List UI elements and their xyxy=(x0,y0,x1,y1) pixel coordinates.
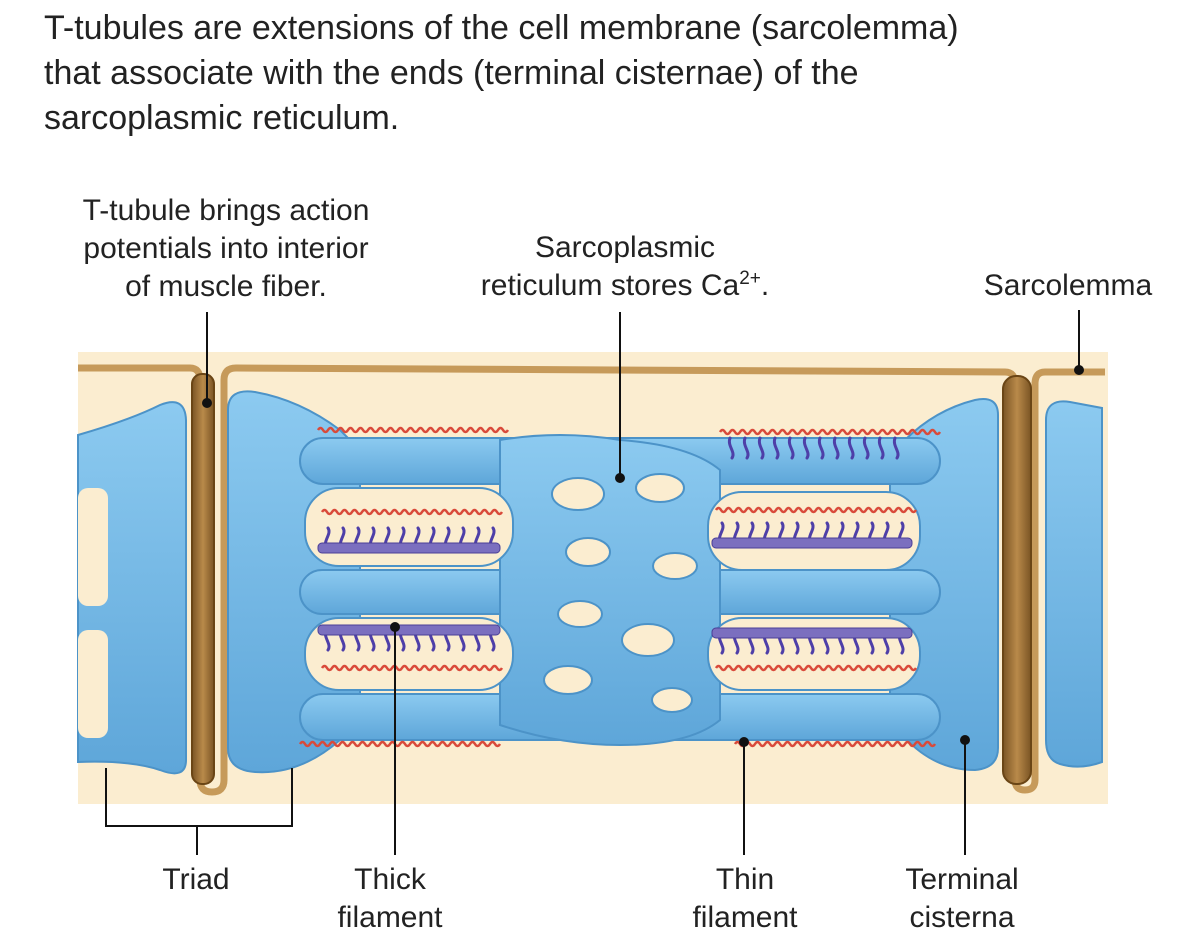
myosin-head xyxy=(832,436,840,460)
myosin-head xyxy=(772,436,780,460)
sr-fenestration xyxy=(551,477,605,511)
sr-fenestration xyxy=(543,665,593,695)
dot-t-tubule xyxy=(202,398,212,408)
heading-line-1: T-tubules are extensions of the cell mem… xyxy=(44,9,959,47)
sr-fenestration xyxy=(651,687,693,713)
label-t-tubule-line-2: potentials into interior xyxy=(83,232,369,265)
label-triad: Triad xyxy=(162,863,230,896)
thin-filament xyxy=(718,428,942,436)
label-thin-line-2: filament xyxy=(692,901,798,934)
leader-dots xyxy=(202,365,1084,747)
label-terminal-line-2: cisterna xyxy=(909,901,1015,934)
sr-fenestration xyxy=(635,473,685,503)
label-sr-period: . xyxy=(760,269,770,302)
myosin-head xyxy=(742,436,750,460)
thick-filament xyxy=(317,542,501,554)
label-thick-line-1: Thick xyxy=(354,863,426,896)
myosin-head xyxy=(862,436,870,460)
sr-fenestration xyxy=(652,552,698,580)
thin-filament xyxy=(733,740,937,748)
myofilament-group xyxy=(711,506,918,549)
heading-line-2: that associate with the ends (terminal c… xyxy=(44,54,859,92)
heading-line-3: sarcoplasmic reticulum. xyxy=(44,99,400,137)
dot-thin-filament xyxy=(739,737,749,747)
label-thin-line-1: Thin xyxy=(715,863,775,896)
thin-filament xyxy=(298,740,502,748)
label-terminal-line-1: Terminal xyxy=(905,863,1019,896)
label-thick-line-2: filament xyxy=(337,901,443,934)
triad-bracket xyxy=(105,768,293,827)
label-sr-text: reticulum stores Ca xyxy=(480,269,740,302)
myosin-head xyxy=(877,436,885,460)
myofilaments xyxy=(317,506,918,672)
label-sr-line-2: reticulum stores Ca2+. xyxy=(440,267,810,305)
dot-thick-filament xyxy=(390,622,400,632)
thin-filament xyxy=(714,506,918,514)
label-sarcolemma: Sarcolemma xyxy=(983,269,1153,302)
label-thick-filament: Thick filament xyxy=(300,861,480,937)
cytoplasm-gap xyxy=(78,488,108,606)
label-t-tubule-line-3: of muscle fiber. xyxy=(125,270,327,303)
label-thin-filament: Thin filament xyxy=(655,861,835,937)
myosin-head xyxy=(817,436,825,460)
label-terminal-cisterna: Terminal cisterna xyxy=(870,861,1054,937)
thin-filament xyxy=(320,508,504,516)
myosin-head xyxy=(847,436,855,460)
dot-terminal-cisterna xyxy=(960,735,970,745)
label-sr-line-1: Sarcoplasmic xyxy=(534,231,716,264)
dot-sarcoplasmic-reticulum xyxy=(615,473,625,483)
label-t-tubule: T-tubule brings action potentials into i… xyxy=(46,192,406,306)
sarcoplasmic-reticulum-right-neighbor xyxy=(1045,400,1103,768)
thin-filament xyxy=(316,426,510,434)
cytoplasm-gap xyxy=(78,630,108,738)
myosin-head xyxy=(802,436,810,460)
myofibril-window xyxy=(304,487,514,567)
myosin-head xyxy=(892,436,900,460)
dot-sarcolemma xyxy=(1074,365,1084,375)
leader-lines xyxy=(105,310,1080,855)
sr-fenestration xyxy=(565,537,611,567)
label-t-tubule-line-1: T-tubule brings action xyxy=(82,194,370,227)
heading-text: T-tubules are extensions of the cell mem… xyxy=(44,6,1164,141)
myosin-head xyxy=(727,436,735,460)
sarcoplasmic-reticulum xyxy=(227,390,999,774)
myofilament-group xyxy=(317,624,504,672)
thin-filament-strips xyxy=(298,426,942,748)
label-sr-superscript: 2+ xyxy=(739,268,761,289)
sr-fenestration xyxy=(621,623,675,657)
thick-filament xyxy=(317,624,501,636)
myosin-head xyxy=(757,436,765,460)
myofilament-group xyxy=(711,627,918,672)
label-sarcoplasmic-reticulum: Sarcoplasmic reticulum stores Ca2+. xyxy=(440,229,810,305)
myofilament-group xyxy=(317,508,504,554)
thin-filament xyxy=(714,664,918,672)
thick-filament xyxy=(711,537,913,549)
t-tubule-left xyxy=(191,373,215,785)
t-tubule-right xyxy=(1002,375,1032,785)
thin-filament xyxy=(320,664,504,672)
thick-filament xyxy=(711,627,913,639)
myosin-head xyxy=(787,436,795,460)
sr-fenestration xyxy=(557,600,603,628)
